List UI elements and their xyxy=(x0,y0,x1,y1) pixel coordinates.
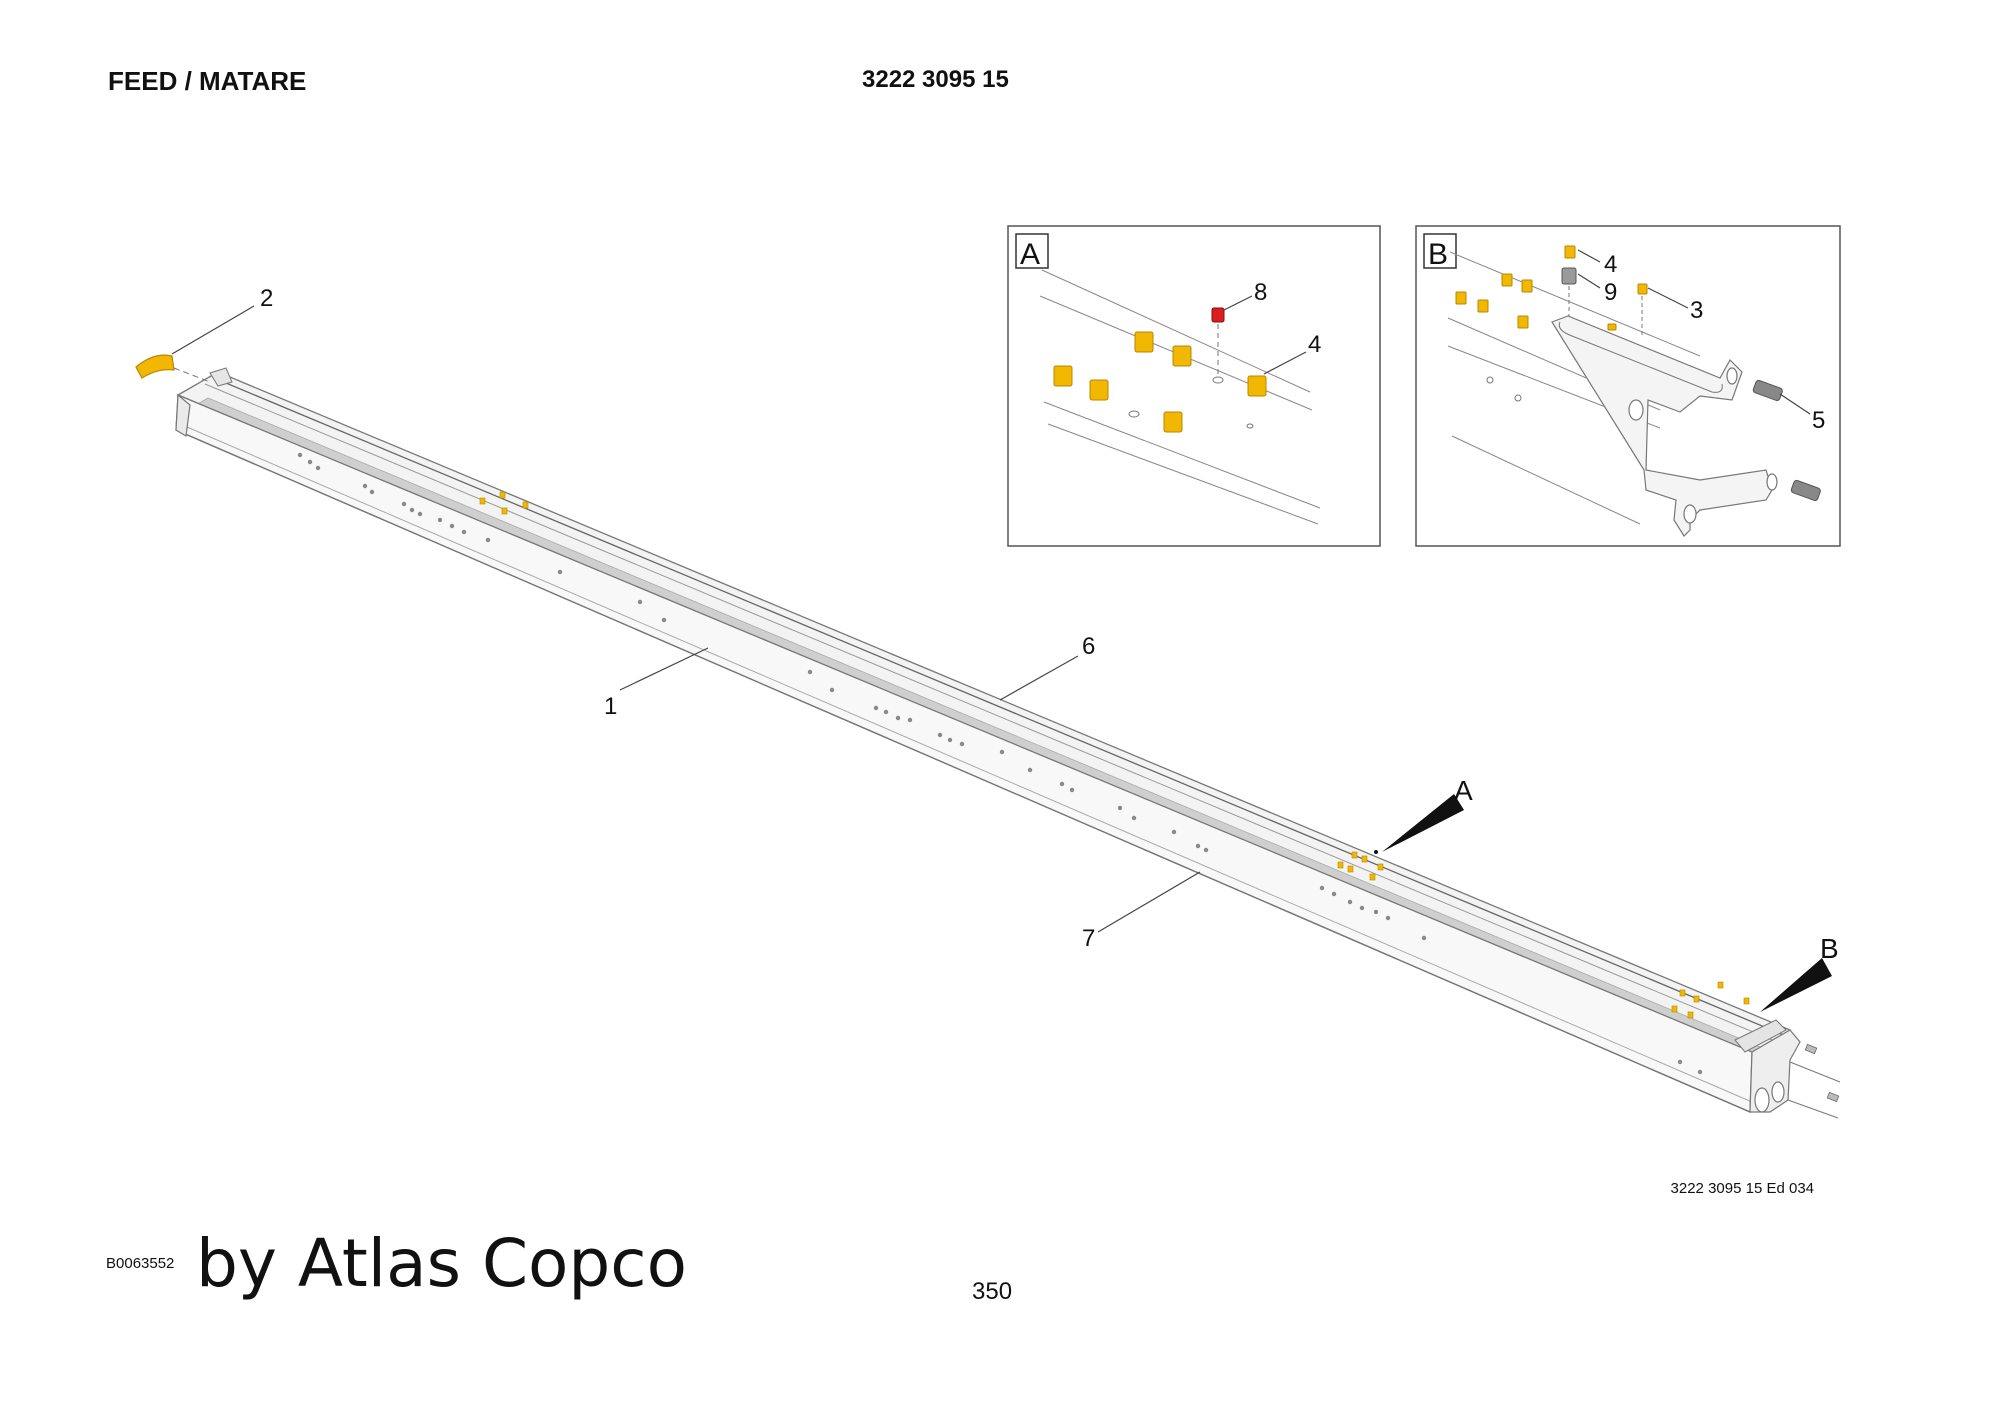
detail-a-bushings xyxy=(1053,331,1267,433)
callout-2: 2 xyxy=(260,285,273,312)
main-leaders xyxy=(171,305,1201,933)
page-number: 350 xyxy=(972,1278,1013,1305)
feed-beam xyxy=(175,367,1841,1119)
callout-1: 1 xyxy=(604,693,617,720)
document-id: B0063552 xyxy=(106,1255,175,1272)
detail-a-callout-8: 8 xyxy=(1254,279,1267,306)
edition-label: 3222 3095 15 Ed 034 xyxy=(1670,1180,1814,1197)
callout-7: 7 xyxy=(1082,925,1095,952)
detail-a-callout-4: 4 xyxy=(1308,331,1321,358)
detail-a-label: A xyxy=(1020,238,1040,271)
detail-b-callout-4: 4 xyxy=(1604,251,1617,278)
detail-b-callout-3: 3 xyxy=(1690,297,1703,324)
beam-holes xyxy=(297,452,1703,1075)
detail-b-bushings xyxy=(1455,245,1648,331)
brand-watermark: by Atlas Copco xyxy=(196,1225,687,1302)
detail-b-callout-9: 9 xyxy=(1604,279,1617,306)
detail-b-label: B xyxy=(1428,238,1448,271)
detail-a-red-plug xyxy=(1211,307,1225,323)
view-pointer-a xyxy=(1374,794,1464,854)
callout-6: 6 xyxy=(1082,633,1095,660)
end-cap-part xyxy=(135,354,211,383)
view-pointer-b xyxy=(1760,958,1832,1012)
detail-b xyxy=(1415,225,1841,547)
beam-pins xyxy=(479,491,1750,1019)
detail-b-callout-5: 5 xyxy=(1812,407,1825,434)
detail-b-gray-plug xyxy=(1561,267,1577,285)
view-pointer-b-label: B xyxy=(1820,933,1839,964)
detail-a xyxy=(1007,225,1381,547)
section-title: FEED / MATARE xyxy=(108,66,307,96)
view-pointer-a-label: A xyxy=(1454,775,1473,806)
part-number: 3222 3095 15 xyxy=(862,66,1009,93)
